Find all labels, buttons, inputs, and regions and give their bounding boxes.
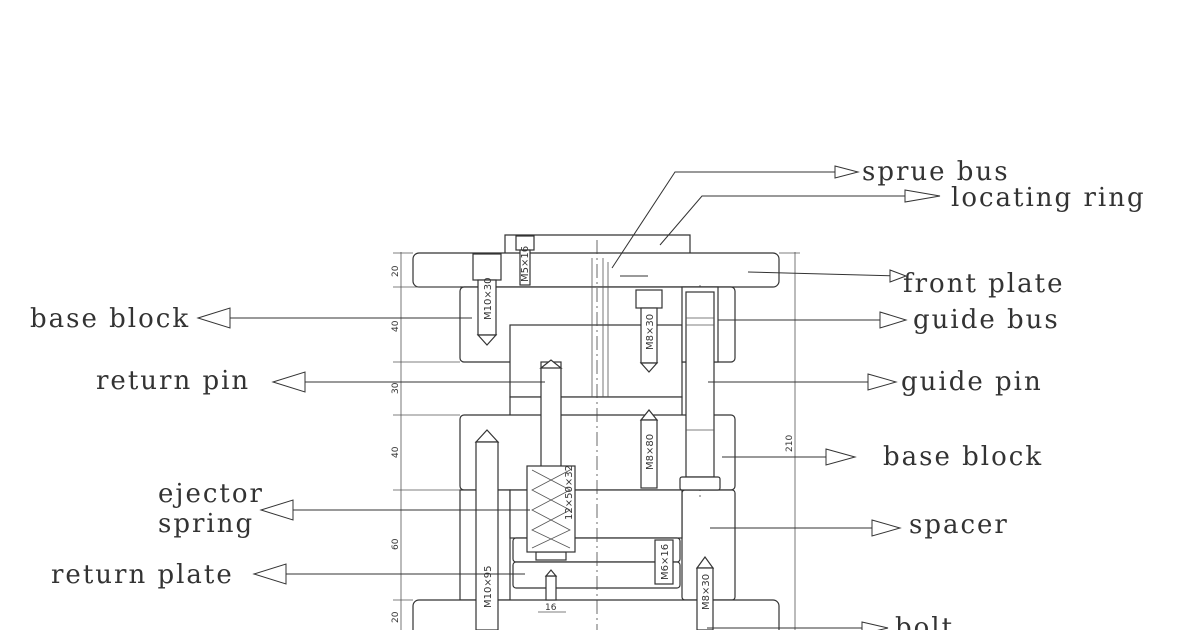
dim-60: 60 bbox=[391, 538, 401, 550]
label-return-pin: return pin bbox=[96, 366, 250, 396]
label-base-block-right: base block bbox=[883, 442, 1043, 472]
label-front-plate: front plate bbox=[903, 269, 1064, 299]
label-ejector: ejector bbox=[158, 479, 264, 509]
dimensions: 20 40 30 40 60 20 210 16 bbox=[391, 252, 800, 630]
labels: sprue bus locating ring front plate base… bbox=[30, 157, 1146, 630]
label-locating-ring: locating ring bbox=[951, 183, 1146, 213]
label-return-plate: return plate bbox=[51, 560, 234, 590]
label-guide-bus: guide bus bbox=[913, 305, 1060, 335]
dim-40-a: 40 bbox=[391, 320, 401, 332]
label-base-block-left: base block bbox=[30, 304, 190, 334]
dim-20-bottom: 20 bbox=[391, 611, 401, 623]
tag-m8x30-low: M6×16 bbox=[660, 544, 671, 580]
tag-m10x95: M10×95 bbox=[483, 566, 494, 608]
label-guide-pin: guide pin bbox=[901, 367, 1043, 397]
ejector-spring-part bbox=[526, 465, 576, 553]
dim-210: 210 bbox=[785, 435, 795, 452]
tag-spring: 12×50×32 bbox=[564, 465, 575, 520]
dim-16: 16 bbox=[545, 603, 557, 613]
guide-pin-part bbox=[685, 291, 715, 478]
label-bolt: bolt bbox=[895, 613, 954, 630]
dim-40-b: 40 bbox=[391, 446, 401, 458]
dim-20-top: 20 bbox=[391, 265, 401, 277]
rear-plate bbox=[412, 599, 780, 630]
tag-m8x30: M8×30 bbox=[645, 314, 656, 350]
front-plate bbox=[412, 252, 780, 288]
label-sprue-bus: sprue bus bbox=[862, 157, 1010, 187]
tag-m5x16: M5×16 bbox=[520, 246, 531, 282]
mold-body: M10×30 M8×30 M8×80 12×50×32 M6×16 M10×95… bbox=[412, 234, 780, 630]
tag-m10x30: M10×30 bbox=[483, 278, 494, 320]
leaders bbox=[196, 165, 941, 630]
tag-m8x30-bottom: M8×30 bbox=[701, 574, 712, 610]
dim-30: 30 bbox=[391, 382, 401, 394]
bolts bbox=[472, 235, 715, 630]
tag-m8x80: M8×80 bbox=[645, 434, 656, 470]
label-spring: spring bbox=[158, 509, 254, 539]
label-spacer: spacer bbox=[909, 510, 1009, 540]
